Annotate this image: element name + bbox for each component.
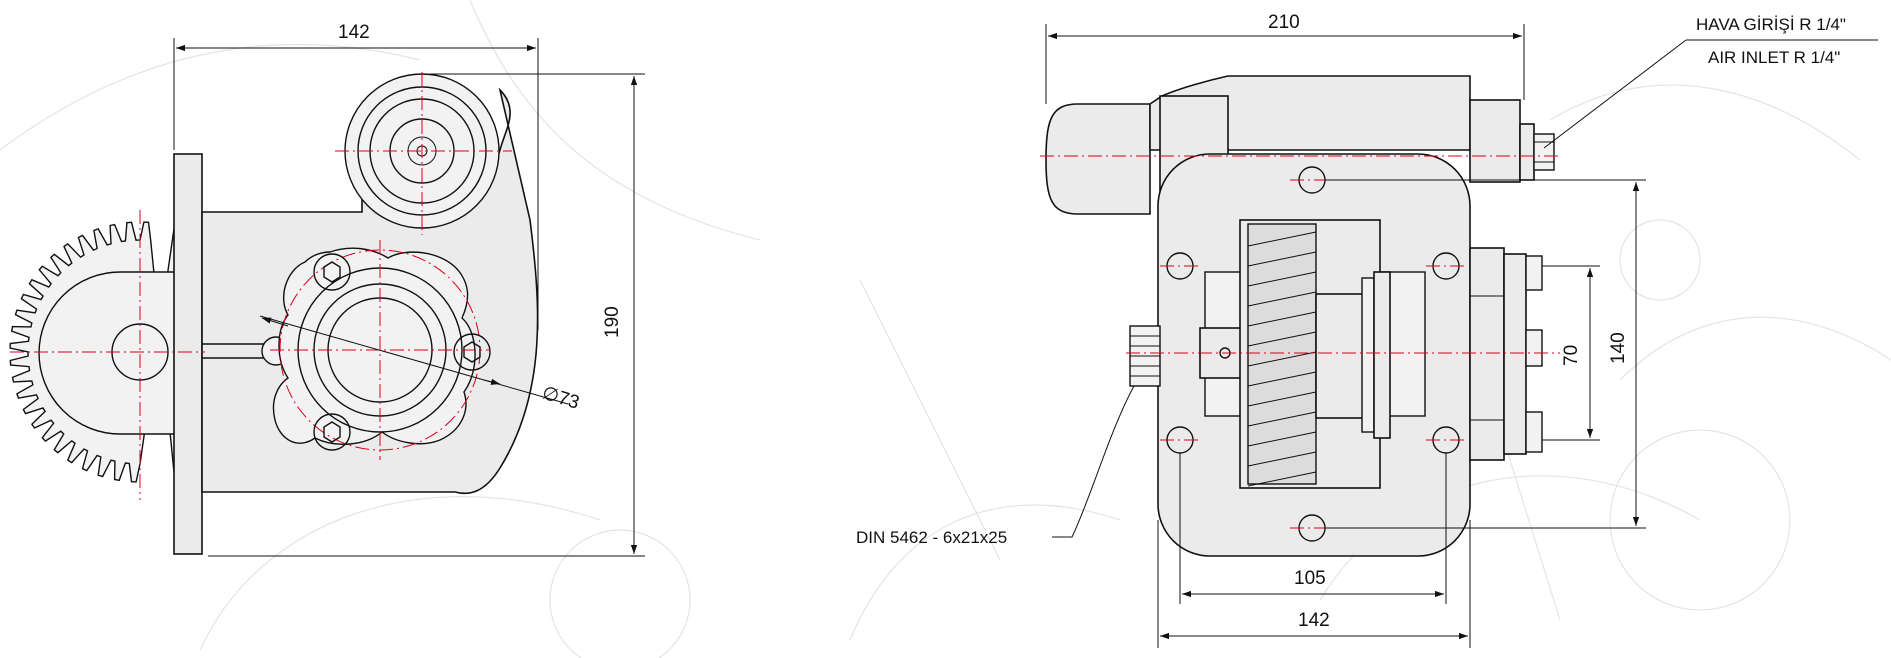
splined-shaft [1129, 325, 1161, 387]
dim-right-pitch-outer: 140 [1608, 332, 1629, 364]
right-dimensions: 210 70 140 105 142 [1045, 12, 1646, 648]
right-view [1040, 75, 1560, 557]
pump-flange [272, 247, 491, 451]
dim-right-hole-spacing: 105 [1294, 568, 1326, 589]
annotations: HAVA GİRİŞİ R 1/4" AIR INLET R 1/4" DIN … [856, 15, 1878, 547]
dim-right-width: 142 [1298, 610, 1330, 631]
left-view [9, 72, 539, 555]
dim-right-pitch-inner: 70 [1561, 345, 1582, 366]
dim-left-width: 142 [338, 22, 370, 43]
shaft-spec-label: DIN 5462 - 6x21x25 [856, 528, 1007, 547]
dim-right-length: 210 [1268, 12, 1300, 33]
dim-left-flange-diameter: ∅73 [540, 383, 582, 414]
air-inlet-label-en: AIR INLET R 1/4" [1708, 48, 1840, 67]
mounting-flange [173, 153, 203, 555]
right-pump-flange [1469, 247, 1543, 461]
left-dimensions: 142 190 ∅73 [173, 22, 645, 557]
dim-left-height: 190 [602, 306, 623, 338]
air-inlet-label-tr: HAVA GİRİŞİ R 1/4" [1696, 15, 1846, 34]
helical-gear [1247, 223, 1391, 487]
